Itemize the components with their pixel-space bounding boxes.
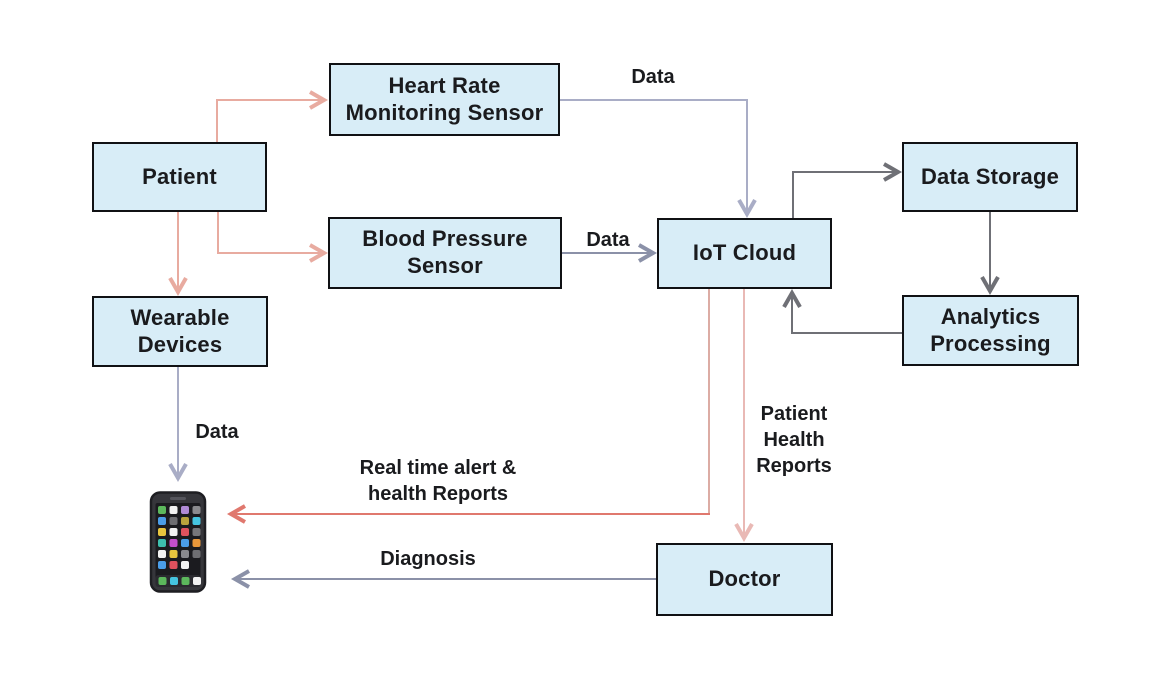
node-blood-pressure-sensor-label: Blood Pressure Sensor bbox=[362, 226, 528, 278]
edge-cloud-to-data-storage bbox=[792, 162, 903, 218]
node-data-storage: Data Storage bbox=[902, 142, 1078, 212]
edge-heart-rate-to-cloud bbox=[560, 99, 757, 219]
edge-label-diagnosis: Diagnosis bbox=[380, 548, 476, 570]
edge-label-patient-health-reports: Patient Health Reports bbox=[756, 403, 832, 477]
node-heart-rate-sensor: Heart Rate Monitoring Sensor bbox=[329, 63, 560, 136]
edge-label-heart-rate-data: Data bbox=[631, 66, 675, 88]
node-blood-pressure-sensor: Blood Pressure Sensor bbox=[328, 217, 562, 289]
smartphone-icon bbox=[149, 491, 207, 593]
node-heart-rate-sensor-label: Heart Rate Monitoring Sensor bbox=[345, 72, 544, 125]
node-wearable-devices: Wearable Devices bbox=[92, 296, 268, 367]
edge-label-wearable-data: Data bbox=[195, 421, 239, 443]
node-analytics-processing: Analytics Processing bbox=[902, 295, 1079, 366]
node-doctor: Doctor bbox=[656, 543, 833, 616]
edge-label-blood-pressure-data: Data bbox=[586, 229, 630, 251]
node-data-storage-label: Data Storage bbox=[920, 163, 1060, 189]
node-doctor-label: Doctor bbox=[708, 566, 781, 592]
edge-patient-to-blood-pressure bbox=[217, 212, 329, 263]
node-patient-label: Patient bbox=[142, 163, 217, 189]
node-iot-cloud: IoT Cloud bbox=[657, 218, 832, 289]
node-analytics-processing-label: Analytics Processing bbox=[930, 303, 1051, 356]
edge-label-real-time-alert: Real time alert & health Reports bbox=[359, 457, 517, 505]
node-iot-cloud-label: IoT Cloud bbox=[692, 240, 797, 266]
node-patient: Patient bbox=[92, 142, 267, 212]
edge-patient-to-heart-rate bbox=[216, 90, 329, 142]
edge-analytics-to-cloud bbox=[782, 288, 902, 334]
node-wearable-devices-label: Wearable Devices bbox=[130, 304, 230, 357]
